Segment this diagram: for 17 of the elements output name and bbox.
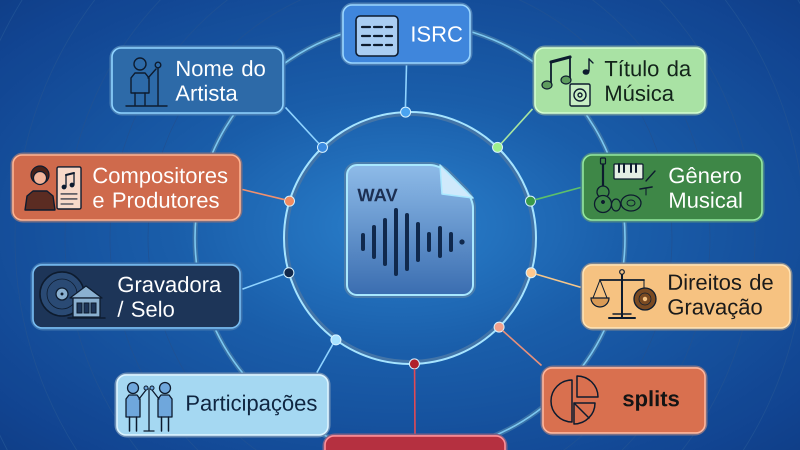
metadata-box: Participações	[114, 372, 330, 438]
connector-line	[316, 344, 334, 373]
metadata-box: splits	[540, 365, 708, 436]
connector-line	[284, 106, 320, 144]
connector-line	[414, 368, 416, 434]
metadata-box: Título da Música	[532, 46, 708, 116]
ring	[283, 111, 537, 365]
connector-line	[502, 330, 542, 366]
connector-line	[404, 65, 408, 108]
connector-line	[242, 273, 284, 290]
metadata-box: Nome do Artista	[110, 46, 286, 116]
connector-line	[500, 108, 534, 144]
connector-line	[535, 186, 581, 200]
metadata-box: Direitos de Gravação	[580, 262, 792, 330]
connector-line	[536, 273, 581, 288]
connector-line	[242, 188, 285, 200]
metadata-box	[322, 433, 508, 450]
